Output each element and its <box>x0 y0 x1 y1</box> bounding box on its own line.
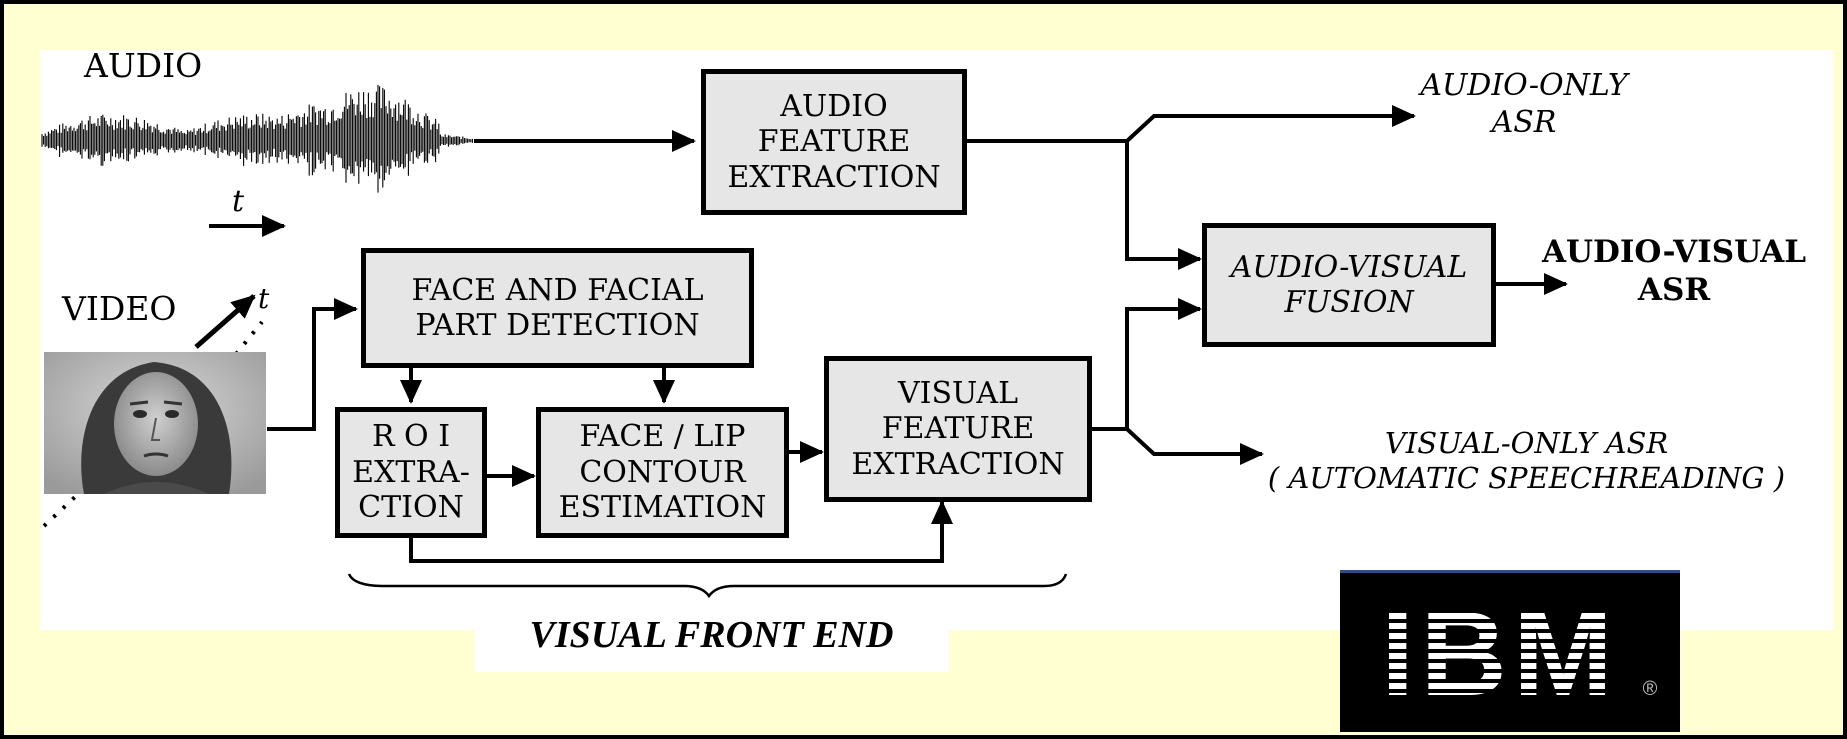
video-dotted-bottom <box>44 496 76 526</box>
ibm-logo: IBM ® <box>1340 570 1680 732</box>
arrow-audio-to-audio-only <box>965 116 1414 141</box>
face-lip-contour-box: FACE / LIP CONTOUR ESTIMATION <box>536 407 789 538</box>
waveform-trace <box>42 85 472 193</box>
arrow-visual-to-fusion <box>1092 309 1200 429</box>
front-end-brace <box>349 574 1066 596</box>
ibm-registered-mark: ® <box>1643 678 1658 700</box>
audio-feature-extraction-box: AUDIO FEATURE EXTRACTION <box>701 69 967 215</box>
audio-only-asr-label: AUDIO-ONLY ASR <box>1399 68 1649 141</box>
visual-feature-extraction-box: VISUAL FEATURE EXTRACTION <box>824 356 1092 502</box>
audio-visual-fusion-box: AUDIO-VISUAL FUSION <box>1202 223 1496 347</box>
video-label: VIDEO <box>62 289 176 329</box>
visual-front-end-label: VISUAL FRONT END <box>474 612 949 658</box>
roi-extraction-box: R O I EXTRA- CTION <box>335 407 487 538</box>
time-label-video: t <box>258 282 269 316</box>
arrow-audio-to-fusion <box>1127 141 1200 259</box>
face-detection-box: FACE AND FACIAL PART DETECTION <box>361 248 754 368</box>
video-dotted-top <box>236 322 262 354</box>
audio-visual-asr-label: AUDIO-VISUAL ASR <box>1524 234 1824 310</box>
audio-waveform <box>42 85 472 193</box>
ibm-logo-text: IBM <box>1381 587 1619 721</box>
time-label-audio: t <box>232 184 244 221</box>
audio-label: AUDIO <box>84 46 202 86</box>
visual-only-asr-label: VISUAL-ONLY ASR ( AUTOMATIC SPEECHREADIN… <box>1214 426 1839 497</box>
face-photo <box>44 352 266 494</box>
ibm-logo-graphic: IBM ® <box>1340 573 1680 735</box>
time-arrow-video <box>196 296 254 347</box>
